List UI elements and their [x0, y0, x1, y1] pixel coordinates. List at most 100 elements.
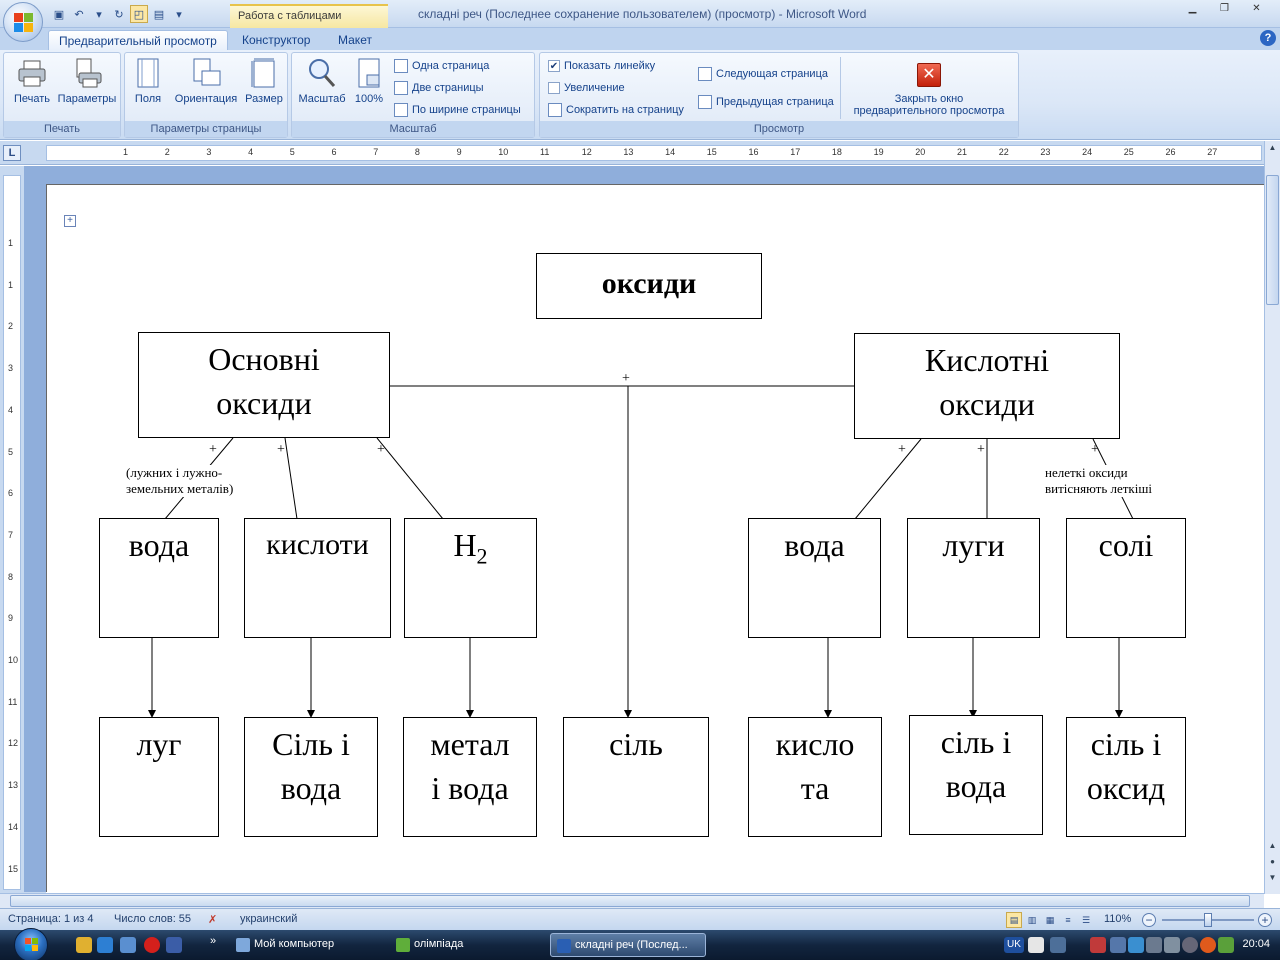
restore-button[interactable]: ❐ — [1220, 3, 1229, 14]
proofing-icon[interactable]: ✗ — [208, 914, 218, 926]
magnifier-icon — [309, 59, 336, 88]
table-move-handle-icon[interactable]: + — [64, 215, 76, 227]
acidic-title-1: Кислотні — [924, 342, 1050, 378]
status-language[interactable]: украинский — [240, 913, 298, 925]
zoom-button[interactable]: Масштаб — [294, 57, 350, 117]
status-page[interactable]: Страница: 1 из 4 — [8, 913, 94, 925]
one-page-button[interactable]: Одна страница — [394, 57, 489, 75]
page-width-button[interactable]: По ширине страницы — [394, 101, 521, 119]
magnifier-checkbox[interactable]: Увеличение — [548, 79, 625, 97]
ruler-number: 18 — [831, 147, 842, 157]
start-button[interactable] — [14, 928, 48, 960]
tab-layout[interactable]: Макет — [338, 33, 372, 47]
ruler-number: 9 — [456, 147, 462, 157]
quicklaunch-more-icon[interactable]: » — [210, 935, 217, 947]
zoom-slider-knob[interactable] — [1204, 913, 1212, 927]
internet-explorer-icon[interactable] — [97, 937, 113, 953]
horizontal-scroll-thumb[interactable] — [10, 895, 1250, 907]
draft-view-icon[interactable]: ☰ — [1081, 915, 1091, 925]
group-preview-label: Просмотр — [540, 121, 1018, 137]
tray-help-icon[interactable] — [1028, 937, 1044, 953]
zoom-level[interactable]: 110% — [1104, 913, 1132, 925]
ruler-number: 10 — [498, 147, 509, 157]
tray-pen-icon[interactable] — [1050, 937, 1066, 953]
sync-icon[interactable] — [1128, 937, 1144, 953]
bluetooth-icon[interactable] — [1146, 937, 1162, 953]
help-button[interactable]: ? — [1260, 30, 1276, 46]
print-options-button[interactable]: Параметры — [56, 57, 118, 117]
margins-button[interactable]: Поля — [125, 57, 171, 117]
monitor-icon[interactable] — [1110, 937, 1126, 953]
show-ruler-label: Показать линейку — [564, 60, 656, 72]
zoom-out-button[interactable]: − — [1142, 913, 1156, 927]
save-app-icon[interactable] — [166, 937, 182, 953]
new-document-icon[interactable]: ▤ — [153, 8, 165, 21]
next-page-button[interactable]: Следующая страница — [698, 65, 828, 83]
next-page-arrow-icon[interactable]: ▼ — [1268, 873, 1277, 882]
web-layout-icon[interactable]: ▦ — [1045, 915, 1055, 925]
full-screen-reading-icon[interactable]: ▥ — [1027, 915, 1037, 925]
shrink-one-page-button[interactable]: Сократить на страницу — [548, 101, 684, 119]
network-icon[interactable] — [1090, 937, 1106, 953]
close-button[interactable]: ✕ — [1252, 3, 1261, 14]
quicklaunch-app-icon[interactable] — [76, 937, 92, 953]
clock[interactable]: 20:04 — [1242, 938, 1270, 950]
ruler-number: 5 — [289, 147, 295, 157]
task-olympiad[interactable]: олімпіада — [390, 933, 540, 957]
tab-selector[interactable]: L — [3, 145, 21, 161]
volume-icon[interactable] — [1164, 937, 1180, 953]
print-preview-icon[interactable]: ◰ — [130, 5, 148, 23]
arrowhead — [307, 710, 315, 718]
product-metal-water-2: і вода — [431, 770, 509, 806]
ruler-number: 6 — [331, 147, 337, 157]
two-pages-button[interactable]: Две страницы — [394, 79, 484, 97]
page-size-icon — [251, 58, 275, 88]
tab-design[interactable]: Конструктор — [242, 33, 311, 47]
undo-dropdown-icon[interactable]: ▾ — [96, 8, 102, 21]
product-salt-oxide-2: оксид — [1086, 770, 1166, 806]
document-page[interactable]: + — [46, 184, 1264, 892]
outline-view-icon[interactable]: ≡ — [1065, 915, 1071, 925]
size-button[interactable]: Размер — [241, 57, 287, 117]
save-icon[interactable]: ▣ — [53, 8, 65, 21]
undo-icon[interactable]: ↶ — [74, 8, 84, 21]
vertical-scrollbar[interactable]: ▲ ▲ ● ▼ — [1264, 141, 1280, 894]
orientation-button[interactable]: Ориентация — [171, 57, 241, 117]
ruler-number: 1 — [123, 147, 129, 157]
tray-app-icon[interactable] — [1182, 937, 1198, 953]
prev-page-button[interactable]: Предыдущая страница — [698, 93, 834, 111]
ruler-number: 17 — [790, 147, 801, 157]
arrowhead — [1115, 710, 1123, 718]
task-word-document[interactable]: складні реч (Послед... — [550, 933, 706, 957]
zoom-in-button[interactable]: + — [1258, 913, 1272, 927]
opera-icon[interactable] — [144, 937, 160, 953]
prev-page-arrow-icon[interactable]: ▲ — [1268, 841, 1277, 850]
product-salt-water-1: Сіль і — [272, 726, 350, 762]
close-preview-button[interactable]: ✕ Закрыть окно предварительного просмотр… — [844, 59, 1014, 117]
office-button[interactable] — [3, 2, 43, 42]
tab-print-preview[interactable]: Предварительный просмотр — [48, 30, 228, 50]
battery-icon[interactable] — [1218, 937, 1234, 953]
show-desktop-icon[interactable] — [120, 937, 136, 953]
horizontal-scrollbar[interactable] — [0, 893, 1264, 908]
zoom-100-button[interactable]: 100% — [348, 57, 390, 117]
task-my-computer[interactable]: Мой компьютер — [230, 933, 380, 957]
box-acidic-salts: солі — [1066, 518, 1186, 638]
vertical-scroll-thumb[interactable] — [1266, 175, 1279, 305]
ruler-number: 22 — [998, 147, 1009, 157]
scroll-up-icon[interactable]: ▲ — [1268, 143, 1277, 152]
plus-sign: + — [622, 371, 630, 386]
plus-sign: + — [377, 442, 385, 457]
redo-icon[interactable]: ↻ — [114, 8, 124, 21]
status-words[interactable]: Число слов: 55 — [114, 913, 192, 925]
minimize-button[interactable]: ▁ — [1188, 3, 1197, 14]
show-ruler-checkbox[interactable]: ✔Показать линейку — [548, 57, 655, 75]
language-indicator[interactable]: UK — [1004, 937, 1024, 953]
print-layout-view-icon[interactable]: ▤ — [1006, 912, 1022, 928]
qat-customize-icon[interactable]: ▾ — [176, 8, 182, 21]
browse-object-icon[interactable]: ● — [1270, 857, 1275, 866]
print-button[interactable]: Печать — [6, 57, 58, 117]
tray-firefox-icon[interactable] — [1200, 937, 1216, 953]
